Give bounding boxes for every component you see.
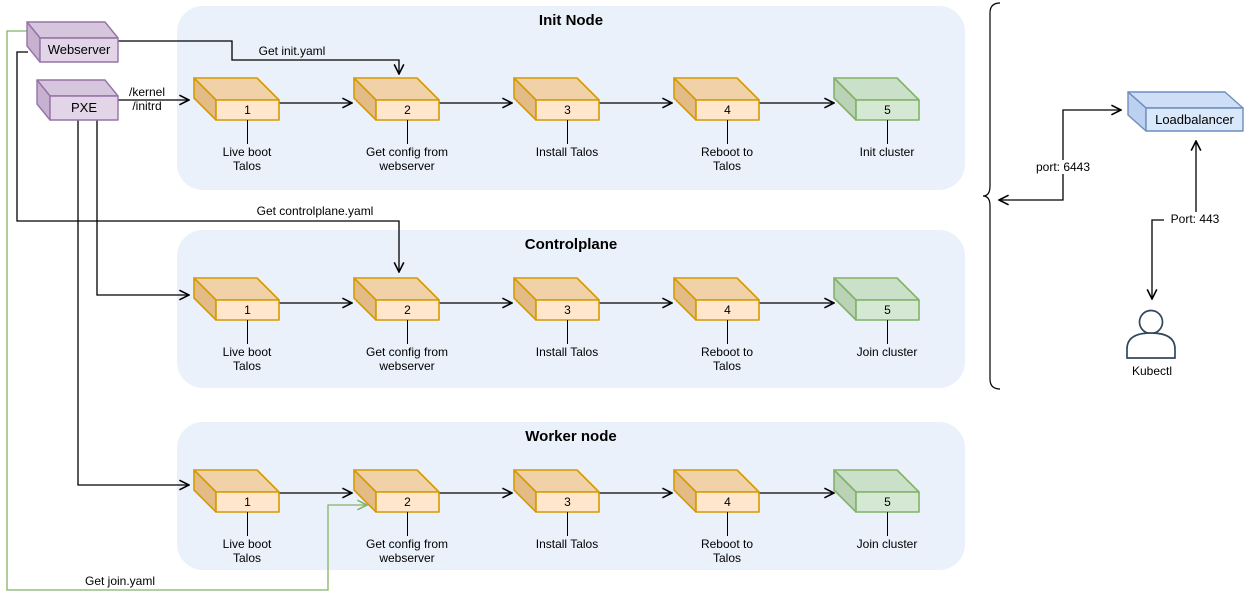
step-box-icon — [513, 277, 600, 321]
step-label: Live boot Talos — [222, 145, 272, 173]
edge-label-kernel-initrd: /kernel /initrd — [118, 85, 176, 113]
pxe-box-icon — [36, 79, 119, 121]
step-label: Get config from webserver — [365, 345, 449, 373]
step-label: Install Talos — [535, 345, 599, 359]
init-step-4: 4 Reboot to Talos — [673, 77, 760, 188]
step-box-icon — [353, 277, 440, 321]
step-box-icon — [353, 77, 440, 121]
step-number: 1 — [244, 303, 251, 317]
step-number: 2 — [404, 103, 411, 117]
step-box-icon — [193, 77, 280, 121]
edge-label-get-join-yaml: Get join.yaml — [84, 574, 156, 588]
step-number: 1 — [244, 103, 251, 117]
step-label: Reboot to Talos — [700, 145, 754, 173]
label-tick — [567, 512, 568, 536]
edge-label-get-controlplane-yaml: Get controlplane.yaml — [256, 204, 374, 218]
label-tick — [727, 120, 728, 144]
label-tick — [407, 320, 408, 344]
label-tick — [887, 512, 888, 536]
step-label: Install Talos — [535, 537, 599, 551]
label-tick — [567, 120, 568, 144]
black-connectors — [16, 2, 1196, 493]
controlplane-step-5: 5 Join cluster — [833, 277, 920, 388]
step-label: Join cluster — [856, 537, 918, 551]
step-number: 5 — [884, 103, 891, 117]
step-label: Live boot Talos — [222, 345, 272, 373]
label-tick — [567, 320, 568, 344]
step-box-icon — [193, 277, 280, 321]
edge-label-get-init-yaml: Get init.yaml — [258, 44, 326, 58]
edge-label-port-443: Port: 443 — [1164, 212, 1226, 226]
lane-title-worker-node: Worker node — [525, 428, 617, 445]
step-number: 4 — [724, 303, 731, 317]
step-number: 3 — [564, 303, 571, 317]
label-tick — [247, 320, 248, 344]
label-tick — [887, 320, 888, 344]
controlplane-step-4: 4 Reboot to Talos — [673, 277, 760, 388]
lane-title-controlplane: Controlplane — [524, 236, 618, 253]
edge-label-initrd: /initrd — [132, 99, 162, 113]
step-number: 2 — [404, 303, 411, 317]
label-tick — [407, 120, 408, 144]
loadbalancer-box-icon — [1127, 91, 1244, 132]
step-number: 2 — [404, 495, 411, 509]
step-number: 4 — [724, 103, 731, 117]
step-label: Get config from webserver — [365, 537, 449, 565]
init-step-5: 5 Init cluster — [833, 77, 920, 188]
kubectl-user-icon — [1126, 309, 1176, 359]
webserver-node: Webserver — [26, 21, 120, 64]
step-label: Install Talos — [535, 145, 599, 159]
step-number: 5 — [884, 303, 891, 317]
step-box-icon — [513, 469, 600, 513]
webserver-label: Webserver — [47, 42, 111, 57]
init-step-3: 3 Install Talos — [513, 77, 600, 188]
worker-step-3: 3 Install Talos — [513, 469, 600, 580]
label-tick — [247, 512, 248, 536]
edge-label-kernel: /kernel — [128, 85, 166, 99]
green-connectors — [6, 30, 367, 591]
controlplane-step-1: 1 Live boot Talos — [193, 277, 280, 388]
step-box-icon — [673, 77, 760, 121]
step-label: Reboot to Talos — [700, 537, 754, 565]
lane-title-init-node: Init Node — [538, 12, 604, 29]
worker-step-1: 1 Live boot Talos — [193, 469, 280, 580]
step-box-icon — [833, 469, 920, 513]
step-number: 1 — [244, 495, 251, 509]
worker-step-5: 5 Join cluster — [833, 469, 920, 580]
controlplane-step-3: 3 Install Talos — [513, 277, 600, 388]
label-tick — [887, 120, 888, 144]
label-tick — [247, 120, 248, 144]
step-number: 5 — [884, 495, 891, 509]
step-box-icon — [513, 77, 600, 121]
step-box-icon — [193, 469, 280, 513]
controlplane-step-2: 2 Get config from webserver — [353, 277, 448, 388]
step-number: 3 — [564, 495, 571, 509]
loadbalancer-node: Loadbalancer — [1127, 91, 1245, 133]
step-label: Live boot Talos — [222, 537, 272, 565]
init-step-2: 2 Get config from webserver — [353, 77, 448, 188]
group-brace — [982, 2, 1001, 390]
webserver-box-icon — [26, 21, 119, 63]
init-step-1: 1 Live boot Talos — [193, 77, 280, 188]
kubectl-label: Kubectl — [1131, 364, 1173, 378]
worker-step-2: 2 Get config from webserver — [353, 469, 448, 580]
edge-label-port-6443: port: 6443 — [1021, 160, 1105, 174]
worker-step-4: 4 Reboot to Talos — [673, 469, 760, 580]
step-label: Reboot to Talos — [700, 345, 754, 373]
step-label: Get config from webserver — [365, 145, 449, 173]
step-label: Join cluster — [856, 345, 918, 359]
pxe-node: PXE — [36, 79, 120, 122]
label-tick — [407, 512, 408, 536]
label-tick — [727, 320, 728, 344]
label-tick — [727, 512, 728, 536]
step-box-icon — [833, 77, 920, 121]
step-label: Init cluster — [859, 145, 915, 159]
pxe-label: PXE — [70, 100, 97, 115]
step-box-icon — [833, 277, 920, 321]
loadbalancer-label: Loadbalancer — [1155, 112, 1234, 127]
step-number: 3 — [564, 103, 571, 117]
step-number: 4 — [724, 495, 731, 509]
